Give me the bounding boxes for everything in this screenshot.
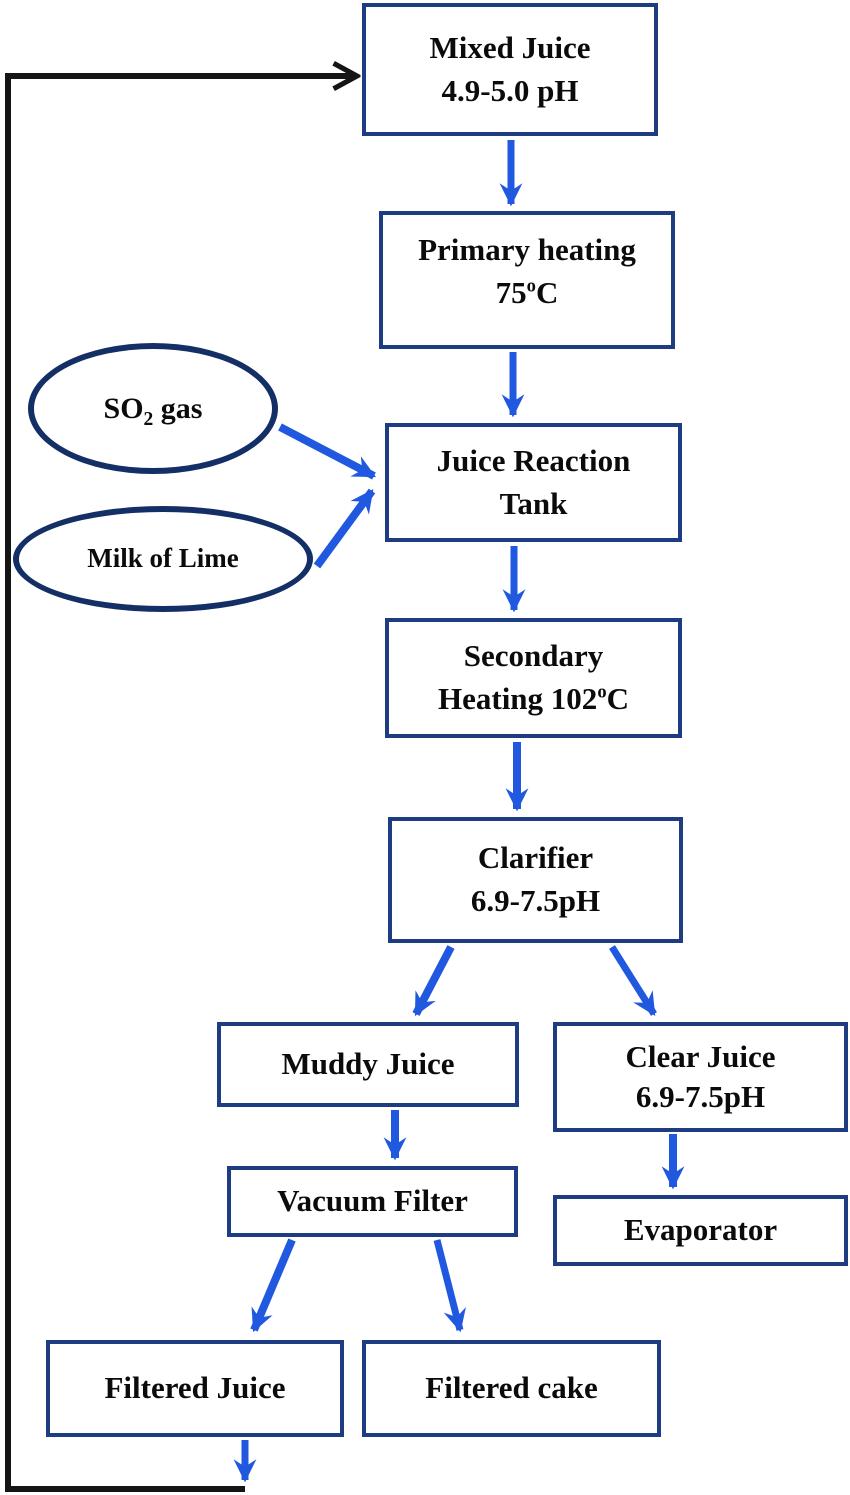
node-milk-of-lime: Milk of Lime bbox=[13, 506, 313, 612]
arrow-so2-gas-to-juice-reaction-tank bbox=[278, 423, 377, 480]
node-value: Heating 102oC bbox=[438, 681, 629, 716]
node-juice-reaction-tank: Juice Reaction Tank bbox=[385, 423, 682, 542]
node-label: Secondary bbox=[463, 638, 604, 674]
arrow-clarifier-to-muddy-juice bbox=[412, 945, 455, 1017]
node-evaporator: Evaporator bbox=[553, 1195, 848, 1266]
arrow-vacuum-filter-to-filtered-cake bbox=[433, 1239, 466, 1333]
node-label: Mixed Juice bbox=[429, 29, 591, 65]
node-label: Muddy Juice bbox=[281, 1046, 455, 1082]
node-filtered-cake: Filtered cake bbox=[362, 1340, 661, 1437]
node-clarifier: Clarifier 6.9-7.5pH bbox=[388, 817, 683, 943]
node-label: Milk of Lime bbox=[87, 543, 239, 574]
node-value: 4.9-5.0 pH bbox=[441, 72, 579, 108]
node-value: 6.9-7.5pH bbox=[635, 1079, 766, 1114]
arrow-clarifier-to-clear-juice bbox=[609, 945, 657, 1016]
node-primary-heating: Primary heating 75oC bbox=[379, 211, 675, 349]
node-label: Clear Juice bbox=[625, 1038, 776, 1074]
feedback-loop-filtered-juice-to-mixed-juice bbox=[5, 76, 356, 1492]
degree-symbol: o bbox=[597, 681, 607, 703]
node-filtered-juice: Filtered Juice bbox=[46, 1340, 344, 1437]
subscript-2: 2 bbox=[143, 408, 154, 430]
node-label: Filtered cake bbox=[425, 1370, 598, 1406]
node-value: 6.9-7.5pH bbox=[470, 883, 601, 918]
node-value: 75oC bbox=[495, 275, 559, 310]
degree-symbol: o bbox=[526, 275, 536, 297]
node-secondary-heating: Secondary Heating 102oC bbox=[385, 618, 682, 738]
node-label: Juice Reaction bbox=[436, 442, 631, 478]
node-label: Filtered Juice bbox=[104, 1370, 286, 1406]
node-label: SO2 gas bbox=[103, 391, 203, 430]
arrow-milk-of-lime-to-juice-reaction-tank bbox=[313, 488, 376, 569]
node-vacuum-filter: Vacuum Filter bbox=[227, 1166, 518, 1237]
node-label: Primary heating bbox=[418, 232, 636, 268]
node-label: Tank bbox=[499, 485, 568, 521]
node-clear-juice: Clear Juice 6.9-7.5pH bbox=[553, 1022, 848, 1132]
node-label: Clarifier bbox=[477, 840, 594, 876]
node-muddy-juice: Muddy Juice bbox=[217, 1022, 519, 1107]
node-label: Vacuum Filter bbox=[277, 1183, 468, 1219]
node-so2-gas: SO2 gas bbox=[28, 343, 278, 474]
node-mixed-juice: Mixed Juice 4.9-5.0 pH bbox=[362, 3, 658, 136]
node-label: Evaporator bbox=[623, 1212, 778, 1248]
arrow-vacuum-filter-to-filtered-juice bbox=[250, 1238, 296, 1333]
